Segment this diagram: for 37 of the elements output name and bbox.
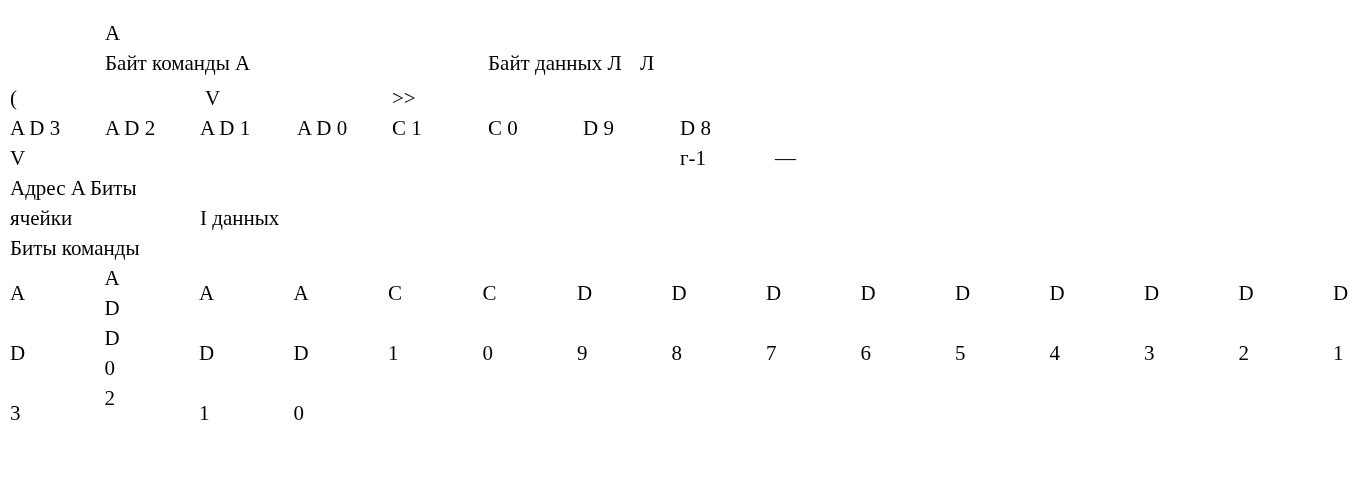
text-label: Байт команды A: [105, 50, 251, 77]
symbol-label: (: [10, 85, 17, 112]
text-label: A D 0: [297, 115, 348, 142]
text-label: Адрес A Биты: [10, 175, 137, 202]
bit-column-label: D 3: [1144, 280, 1158, 367]
bit-column-label: D 7: [766, 280, 780, 367]
symbol-label: D 9: [583, 115, 614, 142]
symbol-label: C 1: [392, 115, 422, 142]
bit-column-label: A D D 0 2: [104, 265, 119, 412]
text-label: ячейки: [10, 205, 73, 232]
text-label: I данных: [200, 205, 280, 232]
symbol-label: г-1: [680, 145, 707, 172]
symbol-label: D 8: [680, 115, 711, 142]
text-label: A D 3: [10, 115, 61, 142]
symbol-label: >>: [392, 85, 416, 112]
bit-column-label: D 8: [671, 280, 686, 367]
symbol-label: A: [105, 20, 121, 47]
symbol-label: V: [10, 145, 26, 172]
symbol-label: —: [775, 145, 796, 172]
text-label: Биты команды: [10, 235, 140, 262]
text-label: A D 2: [105, 115, 156, 142]
bit-column-label: C 1: [388, 280, 402, 367]
bit-column-label: A D 1: [199, 280, 213, 427]
bit-column-label: D 9: [577, 280, 591, 367]
text-label: Байт данных Л: [488, 50, 622, 77]
bit-column-label: D 5: [955, 280, 969, 367]
bit-column-label: D 1: [1333, 280, 1347, 367]
bit-column-label: D 2: [1238, 280, 1253, 367]
text-label: A D 1: [200, 115, 251, 142]
bit-column-label: D 4: [1049, 280, 1064, 367]
bit-column-label: A D 0: [293, 280, 308, 427]
bit-column-label: C 0: [482, 280, 497, 367]
bit-column-label: D 6: [860, 280, 875, 367]
symbol-label: V: [205, 85, 221, 112]
symbol-label: Л: [640, 50, 655, 77]
bit-column-label: A D 3: [10, 280, 24, 427]
symbol-label: C 0: [488, 115, 518, 142]
